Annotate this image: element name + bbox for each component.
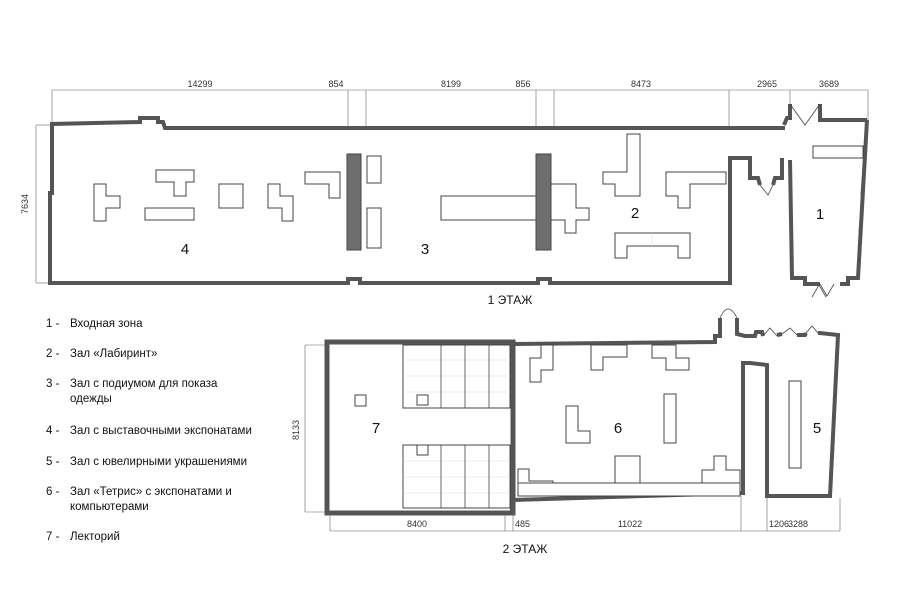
floor2-exhibits (354, 344, 802, 509)
legend-text: Входная зона (70, 318, 143, 330)
dim-label: 14299 (187, 79, 212, 89)
exhibit-stand (366, 155, 382, 184)
pillar (535, 153, 552, 251)
legend-text: Зал «Лабиринт» (70, 348, 158, 360)
legend-number: 6 - (46, 486, 60, 498)
dim-label: 3288 (788, 519, 808, 529)
exhibit-stand (590, 344, 628, 371)
dim-label: 8400 (407, 519, 427, 529)
legend-number: 7 - (46, 531, 60, 543)
exhibit-stand (788, 380, 802, 469)
room-number-4: 4 (181, 241, 189, 258)
legend-text: Зал с подиумом для показа одежды (70, 378, 218, 405)
floor1-exhibits (93, 133, 864, 259)
dim-label: 485 (515, 519, 530, 529)
floor1-dimension-chain: 14299 854 8199 856 8473 2965 3689 7634 (20, 79, 869, 284)
exhibit-stand (155, 169, 195, 197)
exhibit-stand (663, 393, 677, 444)
exhibit-stand (440, 195, 537, 221)
dim-label: 8133 (291, 420, 301, 440)
exhibit-stand (665, 171, 727, 209)
dim-label: 11022 (618, 519, 642, 529)
room-number-5: 5 (813, 420, 821, 437)
exhibit-stand (354, 394, 367, 407)
dim-label: 8473 (631, 79, 651, 89)
room-number-3: 3 (421, 241, 429, 258)
exhibit-stand (267, 183, 294, 222)
exhibit-stand (144, 207, 195, 221)
exhibit-stand (651, 344, 690, 371)
stairs-icon (416, 394, 429, 406)
floor1-walls (48, 103, 869, 298)
legend-text: Лекторий (70, 531, 120, 543)
legend-number: 5 - (46, 456, 60, 468)
pillar (346, 153, 362, 251)
exhibit-stand (614, 232, 691, 259)
floor2-title: 2 ЭТАЖ (503, 542, 548, 556)
exhibit-stand (93, 183, 121, 222)
legend-number: 1 - (46, 318, 60, 330)
exhibit-stand (529, 344, 554, 383)
dim-label: 854 (328, 79, 343, 89)
dim-label: 3689 (819, 79, 839, 89)
legend-number: 3 - (46, 378, 60, 390)
exhibit-stand (218, 183, 244, 209)
dim-label: 856 (515, 79, 530, 89)
exhibit-stand (565, 405, 591, 444)
floor2-walls (324, 308, 841, 516)
floor1-title: 1 ЭТАЖ (488, 293, 533, 307)
room-number-1: 1 (816, 206, 824, 223)
exhibit-stand (812, 145, 864, 159)
room-number-7: 7 (372, 420, 380, 437)
legend-text: Зал «Тетрис» с экспонатами и компьютерам… (70, 486, 232, 513)
dim-label: 2965 (757, 79, 777, 89)
legend-text: Зал с ювелирными украшениями (70, 456, 248, 468)
room-number-2: 2 (631, 205, 639, 222)
window-icon (863, 144, 868, 161)
legend-text: Зал с выставочными экспонатами (70, 425, 252, 437)
dim-label: 7634 (20, 194, 30, 214)
exhibit-stand (304, 171, 341, 199)
exhibit-stand (602, 133, 641, 197)
exhibit-stand (366, 207, 382, 249)
room-number-6: 6 (614, 420, 622, 437)
legend-number: 2 - (46, 348, 60, 360)
floor2-dimension-chain: 8400 485 11022 1206 3288 8133 (291, 344, 841, 532)
dim-label: 1206 (769, 519, 789, 529)
stairs-icon (416, 444, 429, 456)
exhibit-counter (517, 482, 741, 497)
exhibit-stand (550, 183, 590, 234)
legend-number: 4 - (46, 425, 60, 437)
dim-label: 8199 (441, 79, 461, 89)
